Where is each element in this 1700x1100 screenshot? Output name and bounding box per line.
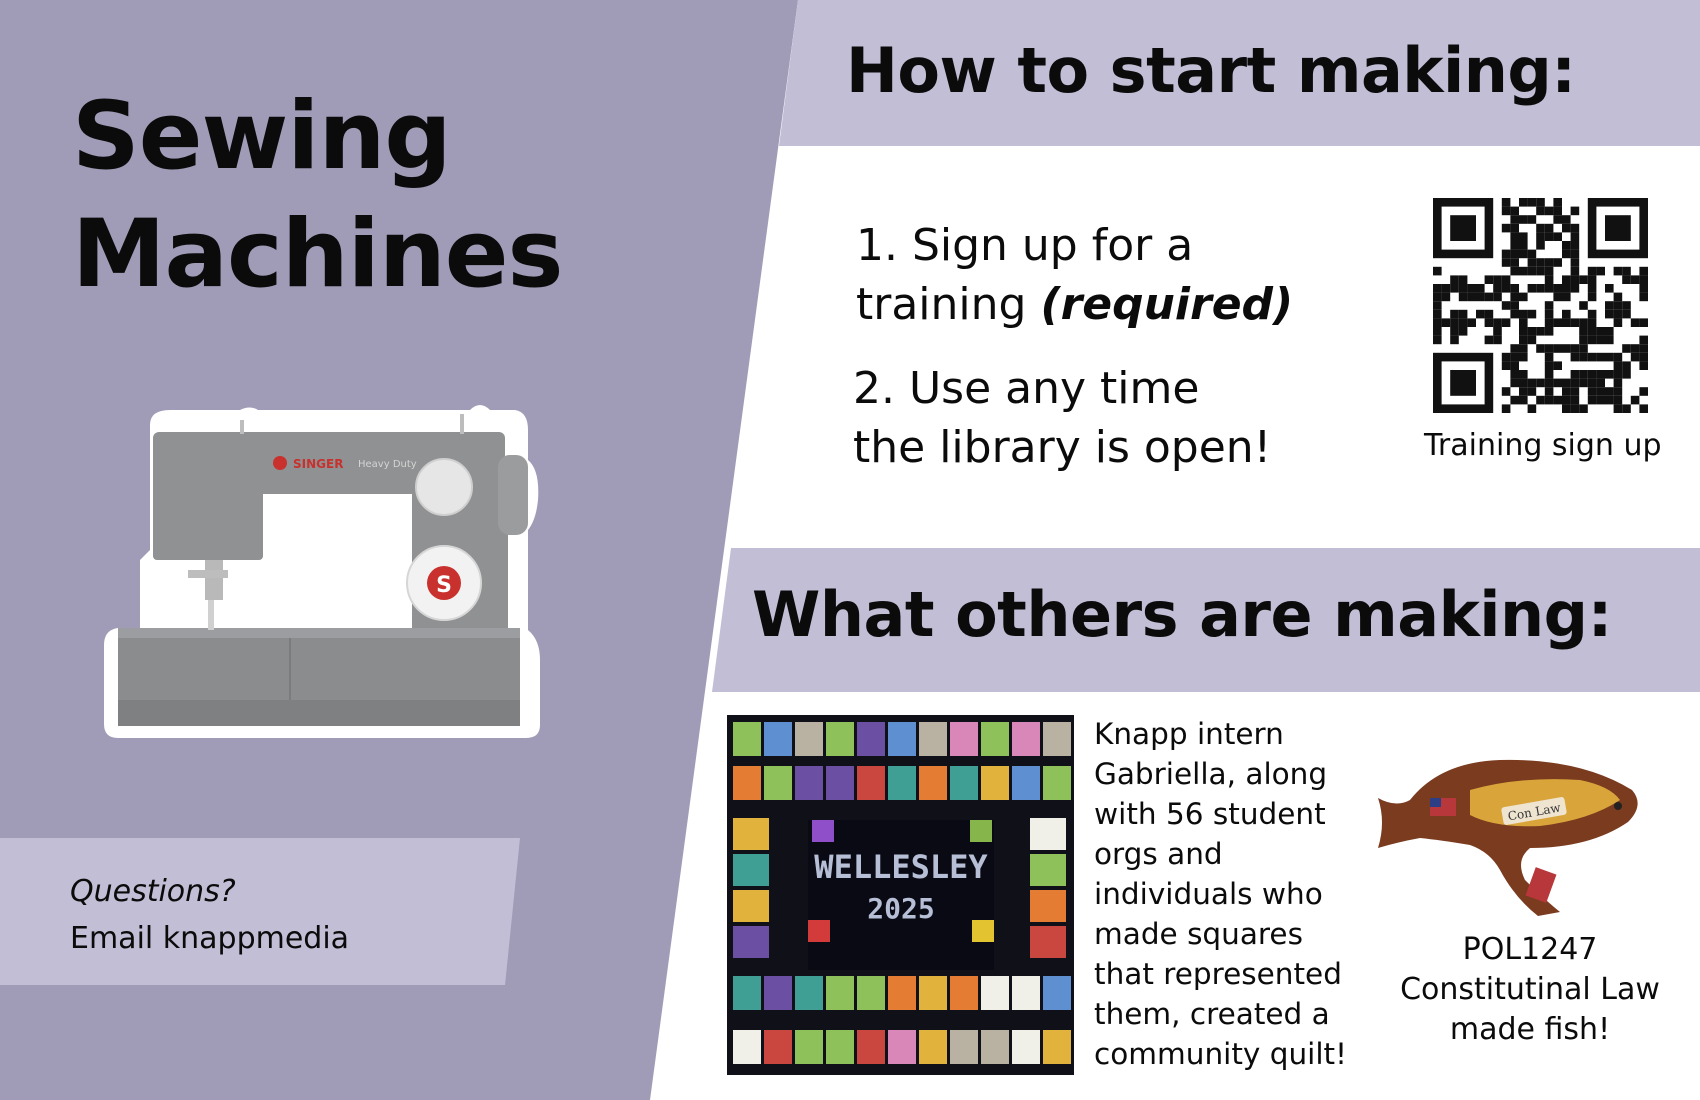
fish-caption: POL1247 Constitutinal Law made fish!: [1384, 930, 1676, 1050]
fish-caption-line: POL1247: [1462, 932, 1598, 967]
others-header: What others are making:: [752, 578, 1612, 651]
fish-caption-line: made fish!: [1449, 1012, 1611, 1047]
step-2-line-2: the library is open!: [853, 422, 1272, 473]
step-1: 1. Sign up for a training (required): [856, 216, 1293, 334]
quilt-line: that represented: [1094, 957, 1342, 991]
step-1-line-2: training (required): [856, 275, 1293, 334]
top-header-band: [779, 0, 1700, 146]
title-line-2: Machines: [72, 200, 563, 309]
questions-email: Email knappmedia: [70, 921, 350, 956]
questions-contact: Questions? Email knappmedia: [70, 868, 349, 962]
step-1-required: (required): [1040, 279, 1294, 330]
step-1-line-1: 1. Sign up for a: [856, 220, 1194, 271]
fish-caption-line: Constitutinal Law: [1400, 972, 1660, 1007]
quilt-line: orgs and: [1094, 837, 1223, 871]
sewing-machine-image: S SINGER Heavy Duty: [104, 405, 540, 738]
quilt-banner-line2: 2025: [867, 892, 934, 925]
step-2-line-1: 2. Use any time: [853, 363, 1200, 414]
questions-label: Questions?: [70, 874, 236, 909]
qr-caption: Training sign up: [1424, 428, 1662, 463]
fabric-fish-image: Con Law: [1378, 759, 1638, 916]
machine-model: Heavy Duty: [358, 459, 417, 470]
qr-code-icon[interactable]: [1433, 198, 1649, 414]
quilt-banner-line1: WELLESLEY: [814, 848, 988, 886]
machine-logo-letter: S: [436, 573, 452, 598]
how-to-header: How to start making:: [846, 34, 1576, 107]
quilt-line: individuals who: [1094, 877, 1323, 911]
community-quilt-image: WELLESLEY 2025: [727, 715, 1074, 1075]
title-line-1: Sewing: [72, 82, 452, 191]
quilt-line: Gabriella, along: [1094, 757, 1328, 791]
step-2: 2. Use any time the library is open!: [853, 359, 1271, 477]
questions-band: [0, 838, 520, 985]
quilt-line: Knapp intern: [1094, 717, 1284, 751]
step-1-plain: training: [856, 279, 1041, 330]
quilt-line: made squares: [1094, 917, 1303, 951]
middle-header-band: [712, 548, 1700, 692]
quilt-description: Knapp intern Gabriella, along with 56 st…: [1094, 714, 1347, 1074]
machine-brand: SINGER: [293, 457, 343, 471]
quilt-line: community quilt!: [1094, 1037, 1347, 1071]
page-title: Sewing Machines: [72, 78, 563, 314]
quilt-line: them, created a: [1094, 997, 1330, 1031]
quilt-line: with 56 student: [1094, 797, 1326, 831]
